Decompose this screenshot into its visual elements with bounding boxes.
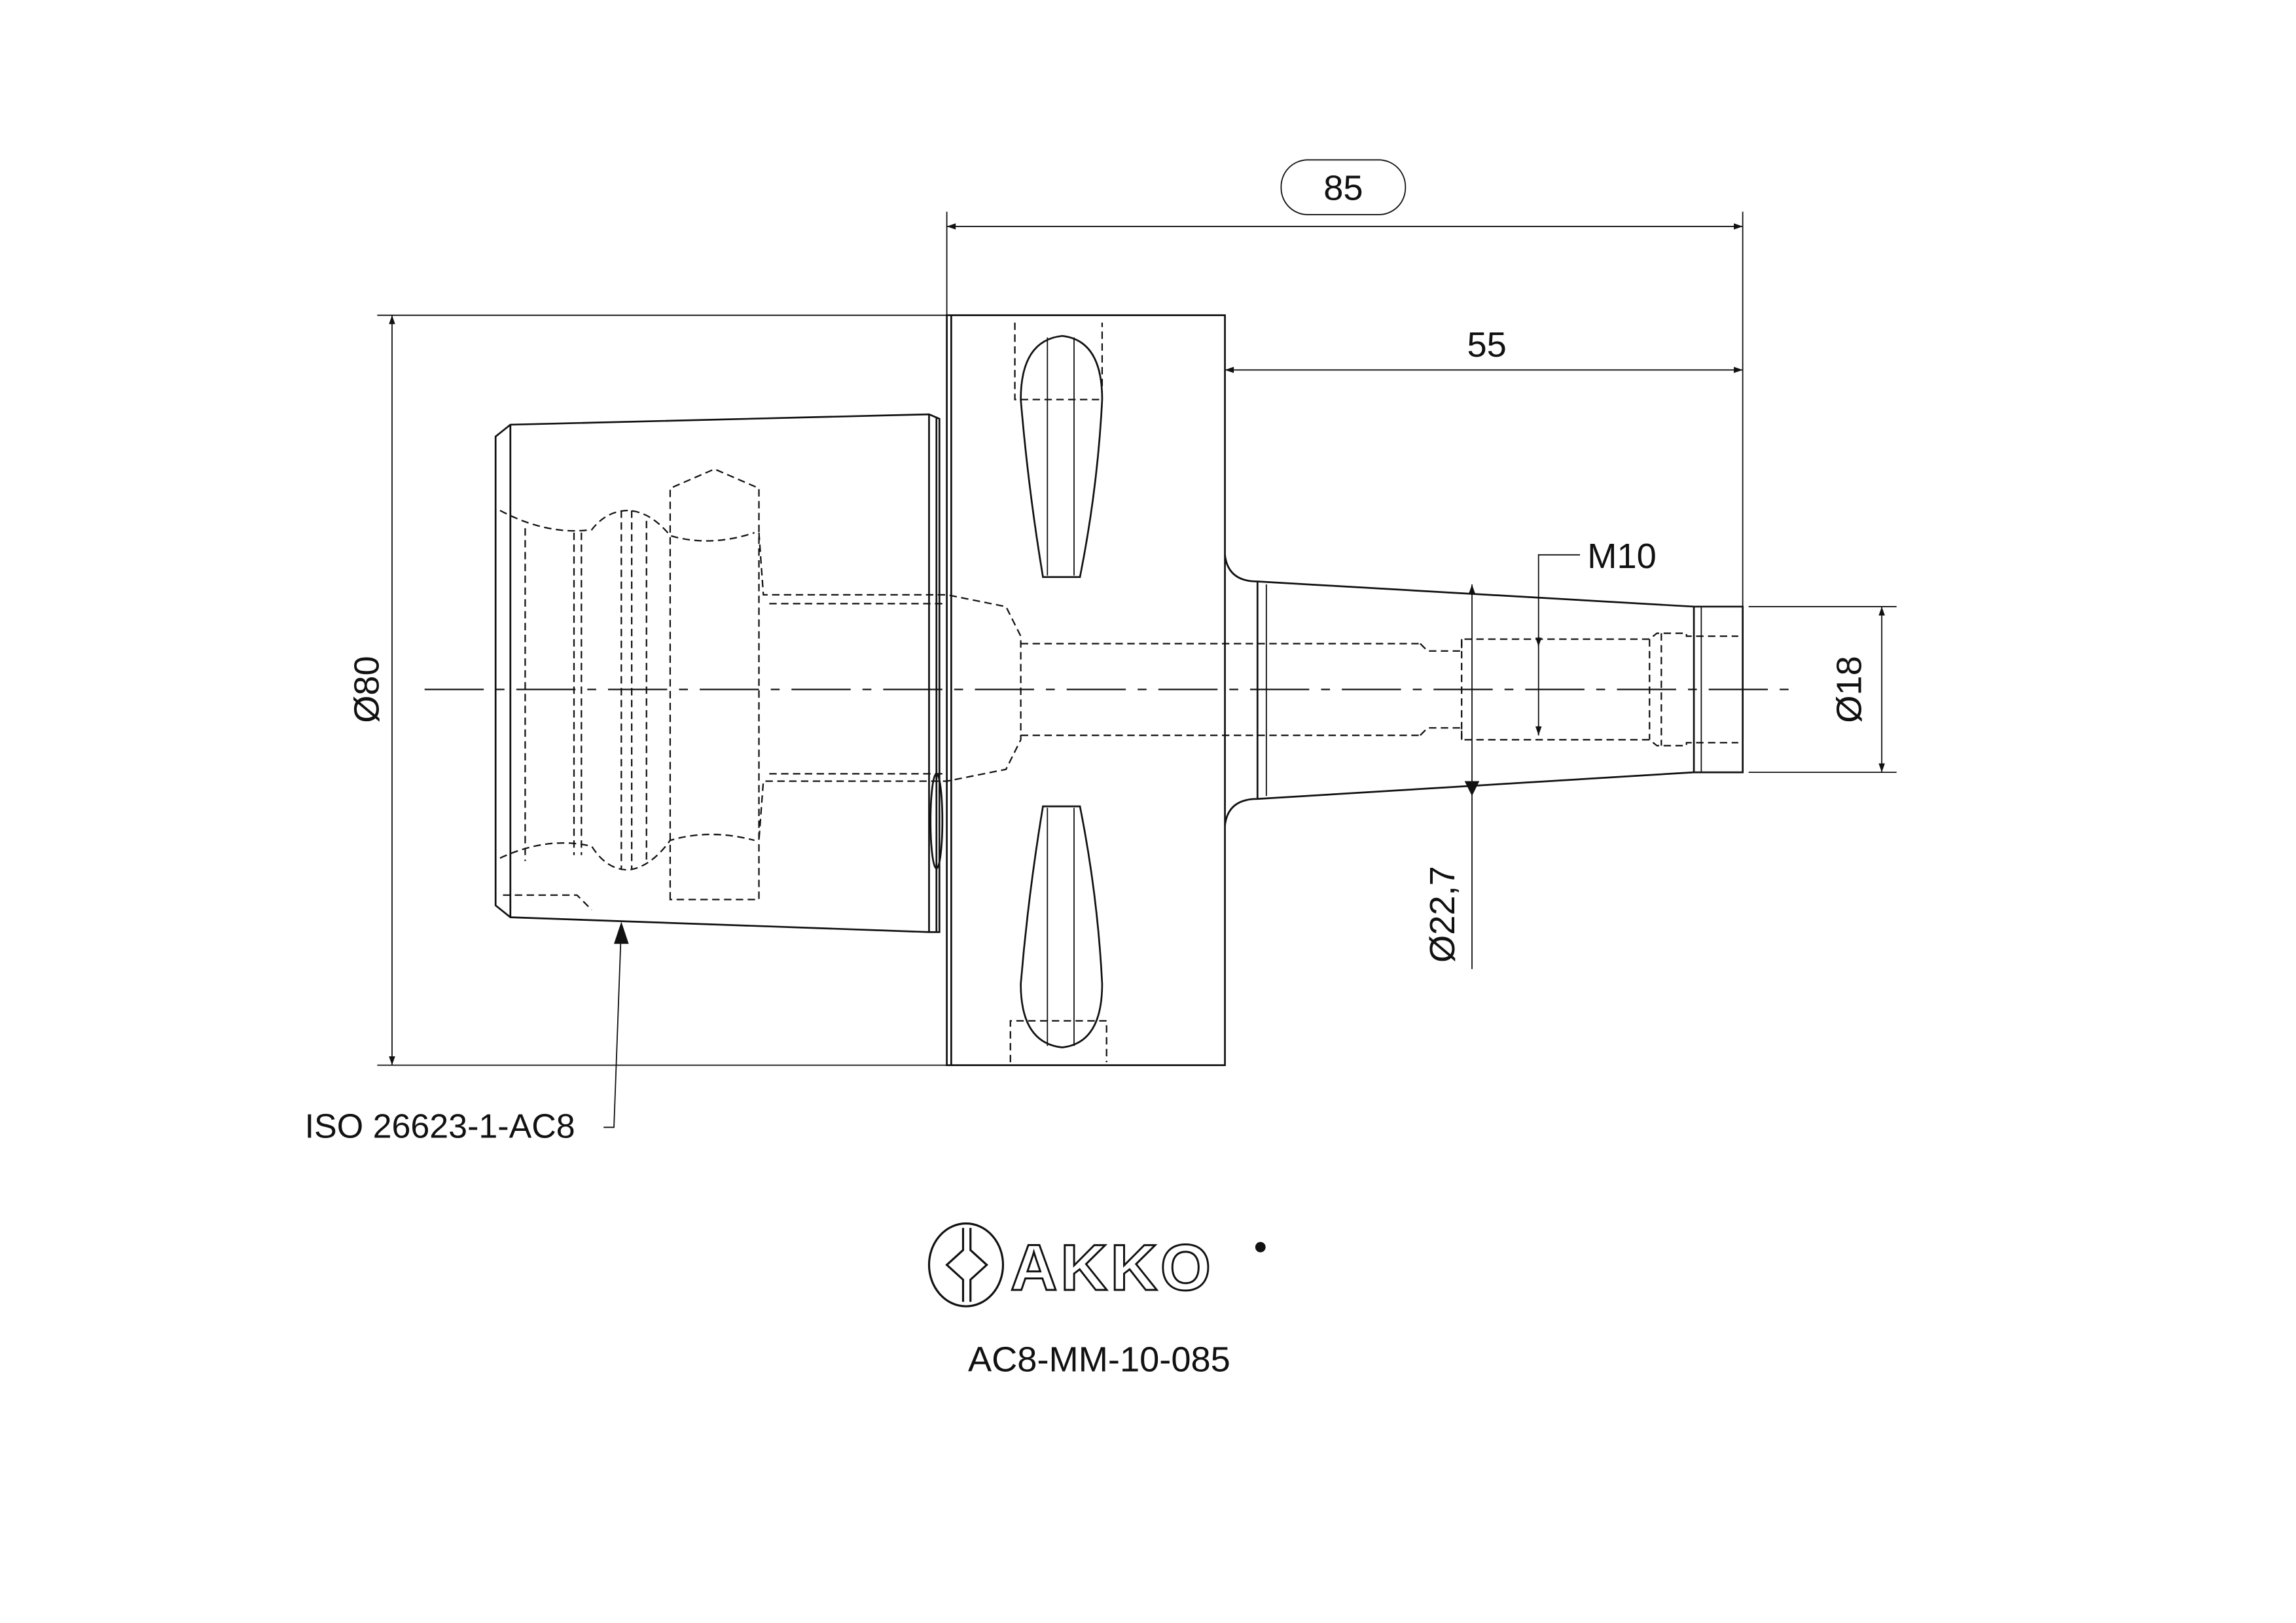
- polygon-taper-interface: [494, 413, 1022, 933]
- dimension-tip-diameter: Ø18: [1748, 606, 1897, 774]
- dimension-overall-length: 85: [946, 159, 1744, 607]
- thread-callout: M10: [1535, 537, 1657, 736]
- dimension-55-label: 55: [1467, 325, 1506, 365]
- dimension-flange-diameter: Ø80: [348, 314, 947, 1066]
- part-number: AC8-MM-10-085: [968, 1340, 1230, 1380]
- dimension-80-label: Ø80: [348, 656, 387, 723]
- shank: [1224, 554, 1744, 826]
- dimension-18-label: Ø18: [1829, 656, 1869, 723]
- dimension-22-7-label: Ø22,7: [1423, 866, 1462, 963]
- logo-wordmark: AKKO: [1011, 1232, 1214, 1304]
- dimension-shank-length: 55: [1225, 325, 1743, 374]
- akko-logo: AKKO: [927, 1222, 1266, 1308]
- dimension-badge: [1280, 159, 1407, 215]
- thread-label: M10: [1587, 537, 1657, 576]
- key-slot-top: [1020, 334, 1103, 579]
- interface-callout: ISO 26623-1-AC8: [305, 921, 629, 1145]
- interface-label: ISO 26623-1-AC8: [305, 1107, 575, 1145]
- dimension-shank-diameter: Ø22,7: [1423, 584, 1480, 969]
- key-slot-bottom: [1020, 805, 1103, 1048]
- flange-body: [946, 314, 1420, 1066]
- dimension-85-label: 85: [1323, 168, 1363, 207]
- logo-emblem-icon: [927, 1222, 1005, 1308]
- registered-mark-icon: [1255, 1241, 1266, 1253]
